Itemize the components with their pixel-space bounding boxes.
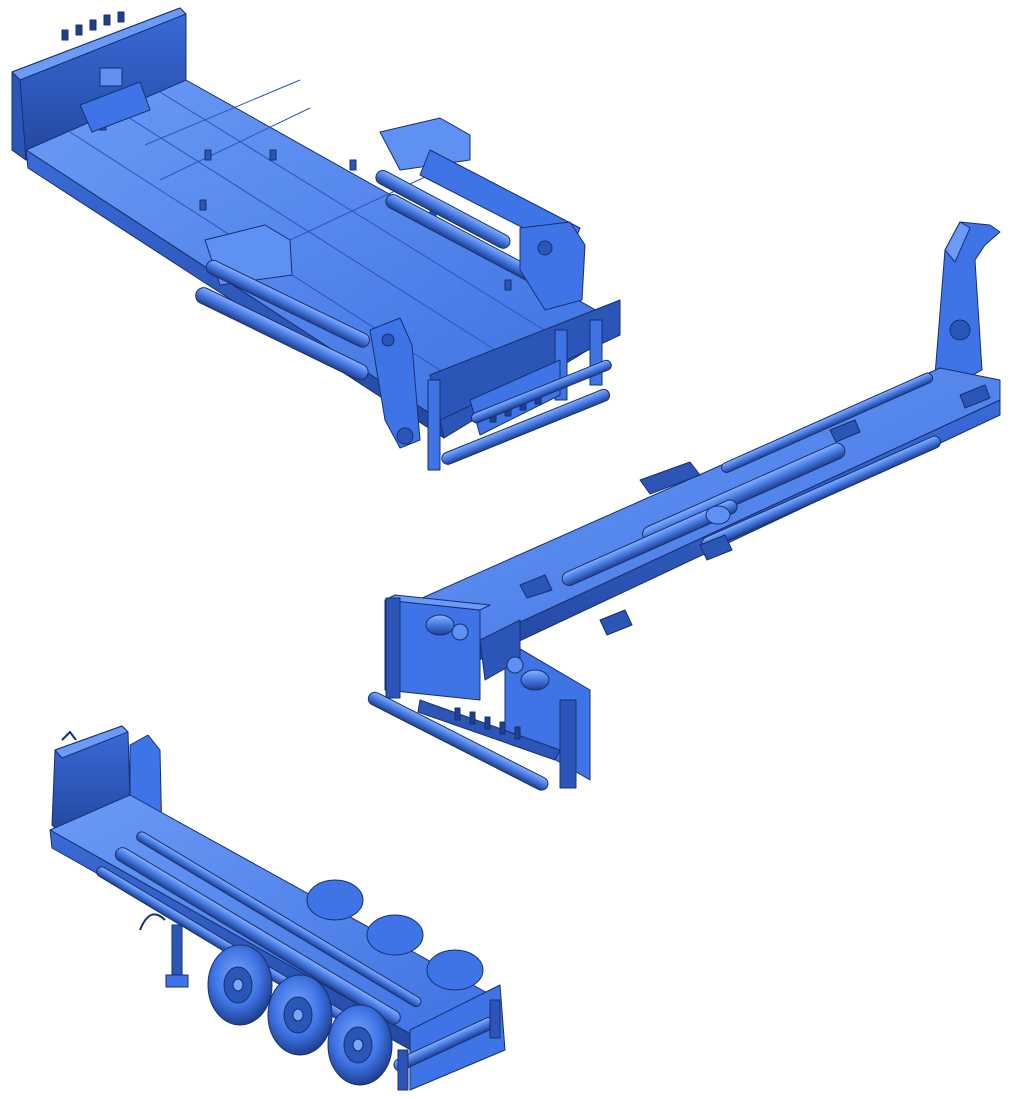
trailer-wheel (267, 974, 333, 1056)
hooklift-arm-assembly (367, 221, 1001, 791)
hooklift-subframe-with-flatbed (11, 7, 621, 471)
trailer-wheel (207, 944, 273, 1026)
trailer-wheel (327, 1004, 393, 1086)
hooklift-tri-axle-trailer (49, 725, 506, 1091)
